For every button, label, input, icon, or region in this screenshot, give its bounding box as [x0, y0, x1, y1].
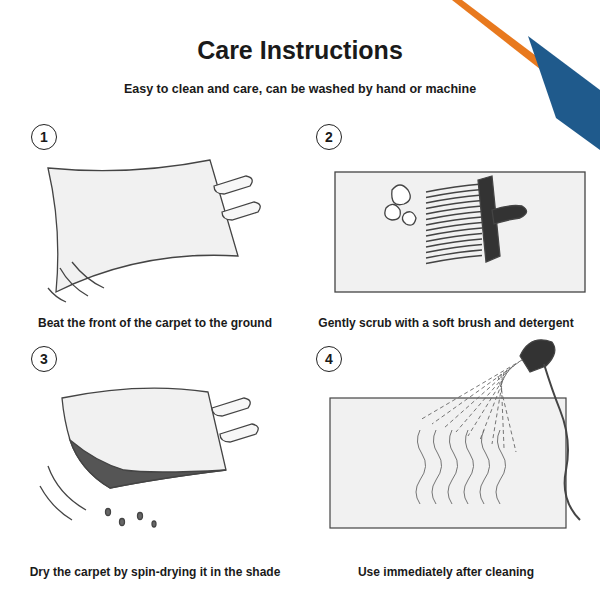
title: Care Instructions	[0, 36, 600, 65]
callout-number: 3	[40, 351, 48, 367]
beating-carpet	[48, 160, 260, 302]
callout-number: 4	[325, 351, 333, 367]
subtitle: Easy to clean and care, can be washed by…	[0, 82, 600, 96]
callout-number: 2	[325, 129, 333, 145]
step-number-circle: 1	[31, 124, 57, 150]
showering-carpet	[330, 340, 580, 528]
step-caption: Use immediately after cleaning	[300, 565, 592, 579]
scrubbing-carpet	[335, 172, 585, 292]
callout-number: 1	[40, 129, 48, 145]
drying-carpet	[40, 388, 258, 527]
step-caption: Beat the front of the carpet to the grou…	[10, 316, 300, 330]
step-caption: Dry the carpet by spin-drying it in the …	[10, 565, 300, 579]
step-caption: Gently scrub with a soft brush and deter…	[300, 316, 592, 330]
step-number-circle: 2	[316, 124, 342, 150]
step-number-circle: 3	[31, 346, 57, 372]
step-number-circle: 4	[316, 346, 342, 372]
corner-stripes	[452, 0, 600, 150]
